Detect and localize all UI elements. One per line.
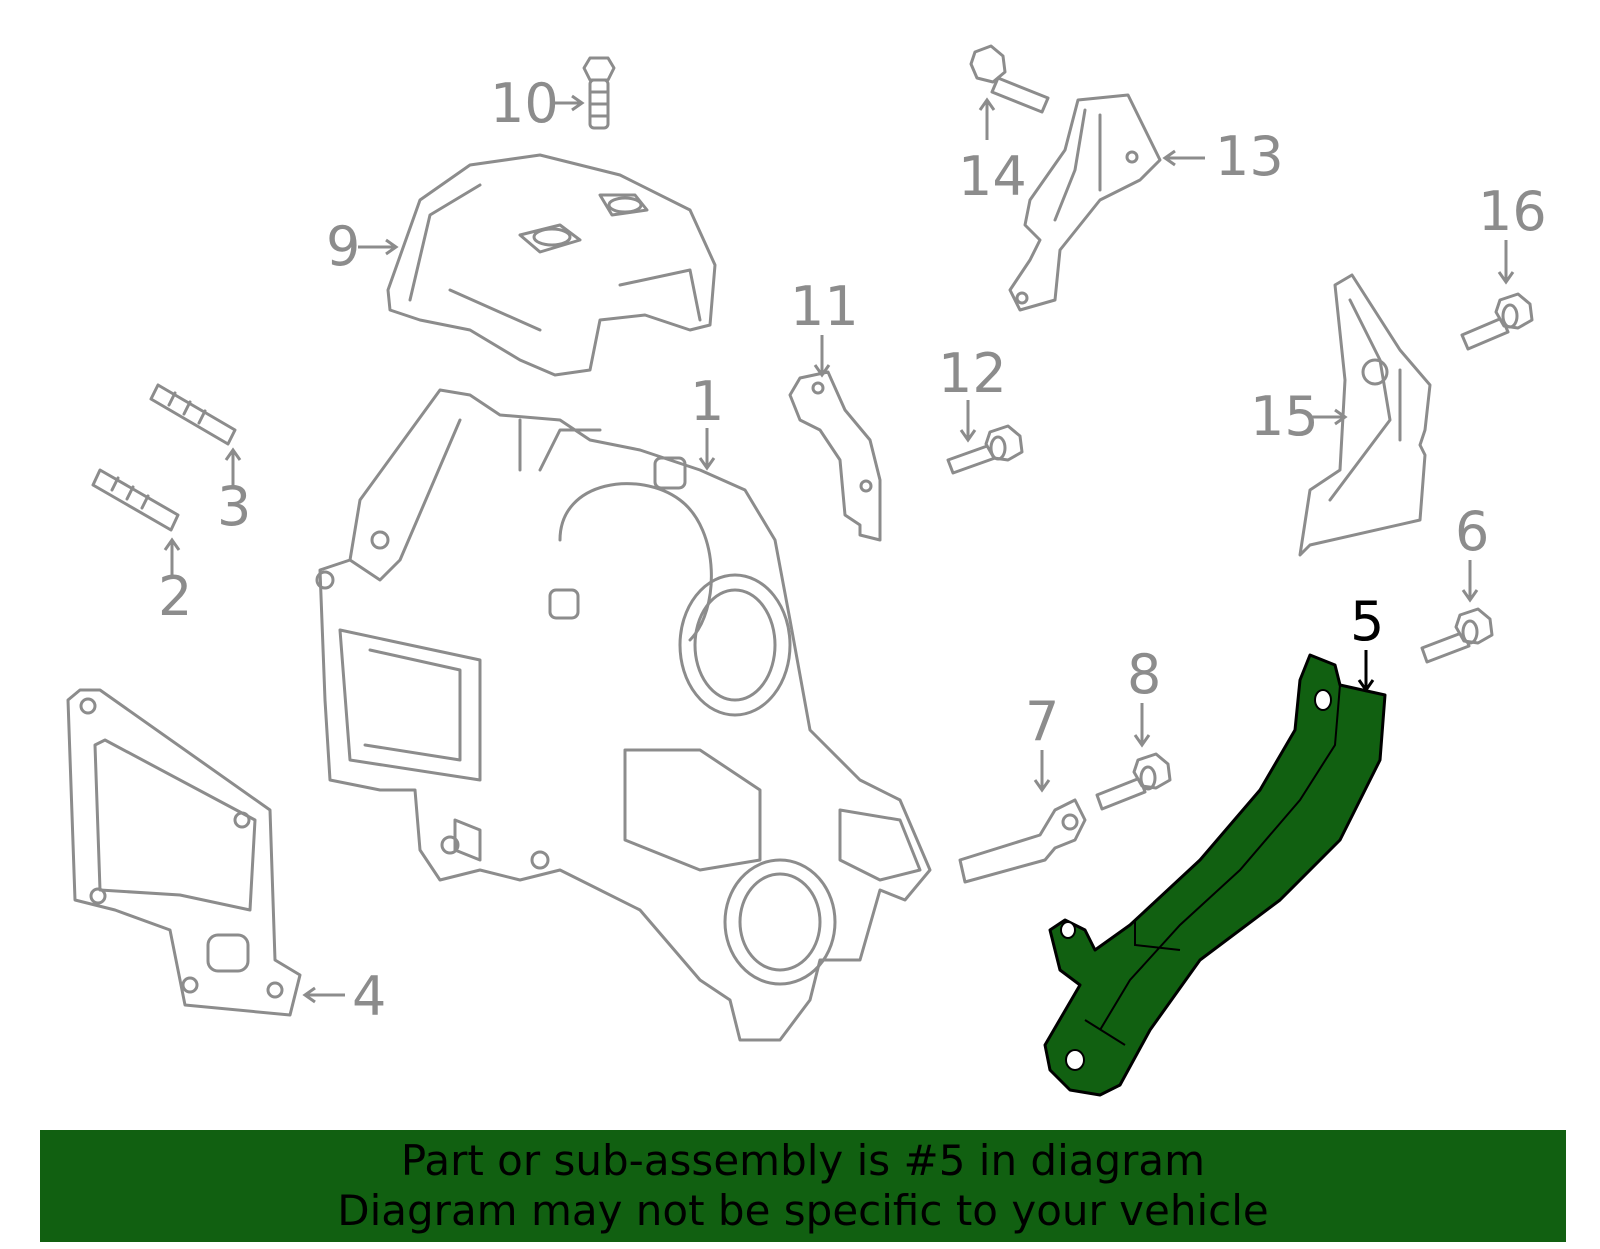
part-10-bolt xyxy=(582,56,616,130)
part-9-heat-shield xyxy=(386,153,717,377)
arrow-15 xyxy=(1310,408,1348,426)
callout-12: 12 xyxy=(938,342,1007,405)
arrow-6 xyxy=(1461,560,1479,603)
callout-16: 16 xyxy=(1478,180,1547,243)
callout-1: 1 xyxy=(690,370,724,433)
arrow-9 xyxy=(358,238,399,256)
arrow-13 xyxy=(1162,149,1205,167)
callout-10: 10 xyxy=(490,72,559,135)
part-8-bolt xyxy=(1095,752,1172,811)
callout-11: 11 xyxy=(790,275,859,338)
part-3-stud xyxy=(149,383,237,446)
callout-5: 5 xyxy=(1350,590,1384,653)
callout-6: 6 xyxy=(1455,500,1489,563)
arrow-3 xyxy=(224,447,242,487)
arrow-12 xyxy=(959,400,977,443)
arrow-8 xyxy=(1133,703,1151,748)
callout-8: 8 xyxy=(1127,643,1161,706)
banner-line-1: Part or sub-assembly is #5 in diagram xyxy=(400,1136,1206,1185)
arrow-16 xyxy=(1497,240,1515,285)
part-7-pipe xyxy=(958,798,1087,884)
banner-line-2: Diagram may not be specific to your vehi… xyxy=(337,1186,1269,1235)
part-1-turbocharger xyxy=(315,388,932,1042)
part-4-gasket xyxy=(66,688,302,1017)
callout-7: 7 xyxy=(1025,690,1059,753)
arrow-11 xyxy=(813,335,831,378)
arrow-1 xyxy=(698,428,716,471)
part-15-bracket xyxy=(1298,273,1432,557)
callout-2: 2 xyxy=(158,565,192,628)
callout-15: 15 xyxy=(1250,385,1319,448)
part-13-bracket xyxy=(1008,93,1162,312)
part-14-bolt xyxy=(969,44,1050,114)
part-6-bolt xyxy=(1420,607,1494,664)
arrow-10 xyxy=(555,94,585,112)
part-5-highlighted-bracket xyxy=(1043,653,1387,1097)
callout-14: 14 xyxy=(958,145,1027,208)
arrow-4 xyxy=(302,986,345,1004)
part-5-body xyxy=(1043,653,1387,1097)
arrow-5 xyxy=(1357,650,1375,693)
callout-9: 9 xyxy=(326,215,360,278)
callout-13: 13 xyxy=(1215,125,1284,188)
info-banner: Part or sub-assembly is #5 in diagram Di… xyxy=(40,1130,1566,1242)
callout-4: 4 xyxy=(352,965,386,1028)
arrow-2 xyxy=(163,537,181,578)
arrow-14 xyxy=(978,97,996,140)
part-16-bolt xyxy=(1460,292,1534,351)
part-2-stud xyxy=(91,468,180,532)
part-12-bolt xyxy=(946,424,1024,475)
part-11-bracket xyxy=(788,370,882,542)
arrow-7 xyxy=(1033,750,1051,793)
